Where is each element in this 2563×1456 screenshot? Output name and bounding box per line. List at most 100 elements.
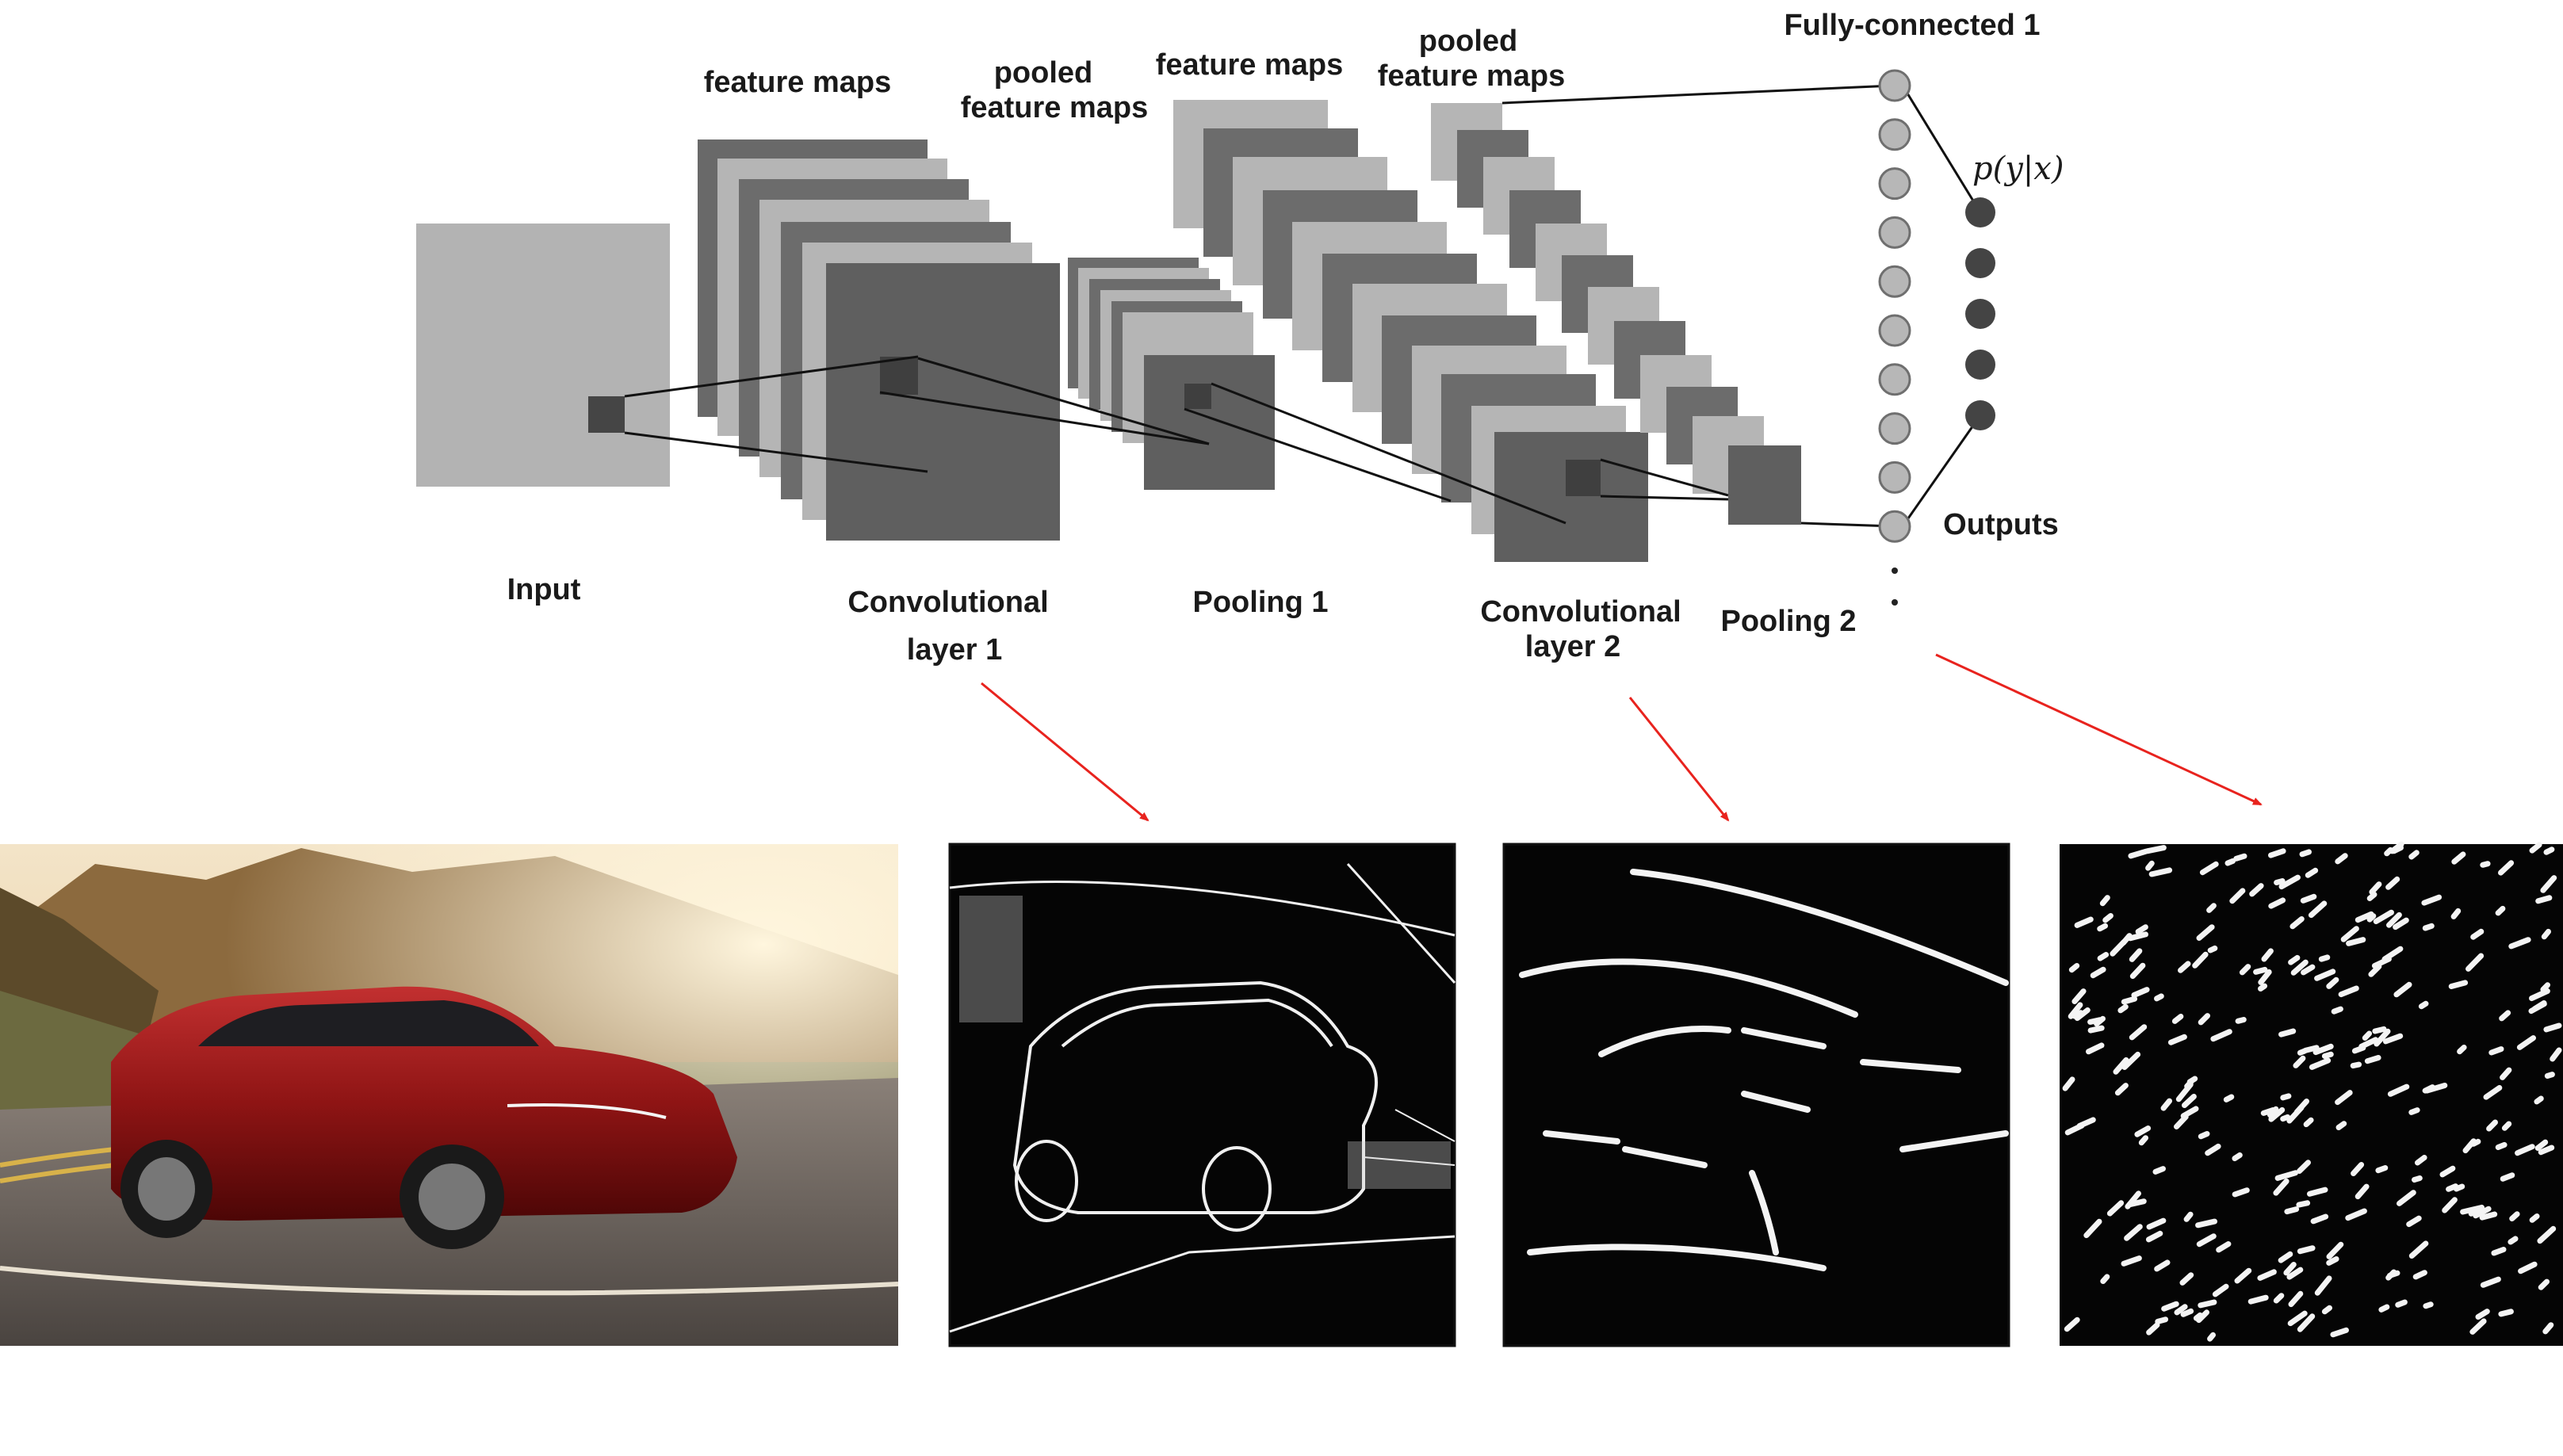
noise-stroke: [2408, 1240, 2429, 1259]
fc-node: [1878, 510, 1911, 543]
noise-stroke: [2406, 1215, 2422, 1228]
projection-line: [624, 431, 928, 473]
noise-stroke: [2479, 1211, 2498, 1221]
noise-stroke: [2408, 850, 2420, 860]
noise-stroke: [2450, 908, 2462, 919]
noise-stroke: [2297, 1245, 2316, 1255]
noise-stroke: [2148, 867, 2173, 877]
noise-stroke: [2330, 1327, 2349, 1338]
noise-stroke: [2280, 1114, 2291, 1122]
noise-stroke: [2273, 1293, 2285, 1304]
noise-stroke: [2274, 1170, 2298, 1181]
noise-stroke: [2538, 1145, 2555, 1156]
noise-stroke: [2268, 897, 2286, 909]
projection-line: [624, 355, 919, 398]
noise-stroke: [2175, 1081, 2194, 1103]
noise-stroke: [2385, 1269, 2397, 1281]
noise-stroke: [2196, 924, 2215, 941]
noise-stroke: [2415, 1155, 2427, 1166]
noise-stroke: [2362, 1030, 2373, 1041]
noise-stroke: [2397, 1190, 2416, 1206]
noise-stroke: [2128, 848, 2148, 859]
noise-stroke: [2422, 923, 2435, 931]
noise-stroke: [2412, 1175, 2423, 1183]
noise-stroke: [2258, 969, 2272, 985]
noise-stroke: [2258, 983, 2267, 992]
fc-node: [1878, 265, 1911, 298]
noise-stroke: [2223, 1094, 2235, 1103]
noise-stroke: [2480, 1276, 2501, 1288]
noise-stroke: [2550, 1047, 2562, 1062]
projection-line: [917, 357, 1210, 445]
connection-line: [1800, 522, 1894, 528]
noise-stroke: [2288, 1290, 2304, 1308]
noise-stroke: [2500, 1172, 2515, 1182]
noise-stroke: [2326, 976, 2339, 989]
noise-stroke: [2495, 905, 2506, 916]
noise-stroke: [2393, 981, 2412, 998]
noise-stroke: [2355, 1183, 2370, 1200]
noise-stroke: [2528, 1001, 2547, 1015]
label-conv2: Convolutional: [1480, 595, 1681, 629]
noise-stroke: [2121, 996, 2138, 1005]
noise-stroke: [2345, 1208, 2367, 1221]
noise-stroke: [2100, 1274, 2110, 1284]
label-outputs: Outputs: [1943, 508, 2059, 541]
noise-stroke: [2470, 928, 2485, 940]
noise-stroke: [2488, 1046, 2504, 1056]
fc-node: [1878, 216, 1911, 249]
noise-stroke: [2086, 1042, 2105, 1055]
noise-stroke: [2368, 963, 2382, 977]
noise-stroke: [2146, 1322, 2160, 1336]
noise-stroke: [2465, 953, 2485, 972]
noise-stroke: [2235, 1017, 2247, 1024]
fc-node: [1878, 314, 1911, 347]
noise-stroke: [2375, 1165, 2389, 1174]
noise-stroke: [2229, 888, 2246, 904]
conv1-stack: [698, 139, 1060, 541]
noise-stroke: [2278, 1251, 2293, 1263]
noise-stroke: [2541, 928, 2551, 940]
noise-stroke: [2268, 1106, 2286, 1122]
noise-stroke: [2074, 916, 2094, 928]
label-probability: p(y|x): [1972, 151, 2064, 187]
noise-stroke: [2124, 1224, 2143, 1241]
noise-stroke: [2064, 1317, 2080, 1332]
noise-stroke: [2290, 959, 2309, 976]
noise-stroke: [2297, 1313, 2316, 1332]
projection-line: [1211, 382, 1566, 525]
noise-stroke: [2381, 946, 2404, 962]
noise-stroke: [2247, 1294, 2269, 1305]
noise-stroke: [2473, 1206, 2492, 1219]
label-pooling2: Pooling 2: [1721, 605, 1857, 638]
noise-stroke: [2346, 937, 2366, 946]
noise-stroke: [2234, 1267, 2252, 1284]
noise-stroke: [2068, 963, 2080, 973]
feature-visualization-fc: [2060, 841, 2563, 1346]
noise-stroke: [2448, 980, 2469, 989]
noise-stroke: [2534, 1139, 2549, 1151]
noise-stroke: [2171, 1014, 2184, 1024]
noise-stroke: [2121, 1255, 2142, 1267]
noise-stroke: [2097, 952, 2110, 961]
noise-stroke: [2451, 851, 2466, 865]
output-nodes: [1965, 197, 1995, 430]
noise-stroke: [2331, 1006, 2343, 1015]
noise-stroke: [2314, 1275, 2332, 1296]
noise-stroke: [2099, 895, 2110, 907]
noise-stroke: [2543, 1022, 2562, 1033]
noise-stroke: [2470, 1138, 2481, 1147]
noise-stroke: [2128, 1198, 2147, 1207]
noise-stroke: [2372, 1026, 2387, 1034]
noise-stroke: [2146, 1217, 2167, 1230]
arrow-fc-visualization: [1935, 653, 2263, 806]
noise-stroke: [2117, 1003, 2129, 1014]
noise-stroke: [2326, 1241, 2344, 1259]
output-node: [1965, 197, 1995, 227]
noise-stroke: [2498, 860, 2515, 876]
noise-stroke: [2232, 1152, 2243, 1162]
noise-stroke: [2308, 900, 2328, 919]
noise-stroke: [2131, 987, 2150, 998]
label-pooled-1: pooled: [994, 56, 1093, 90]
